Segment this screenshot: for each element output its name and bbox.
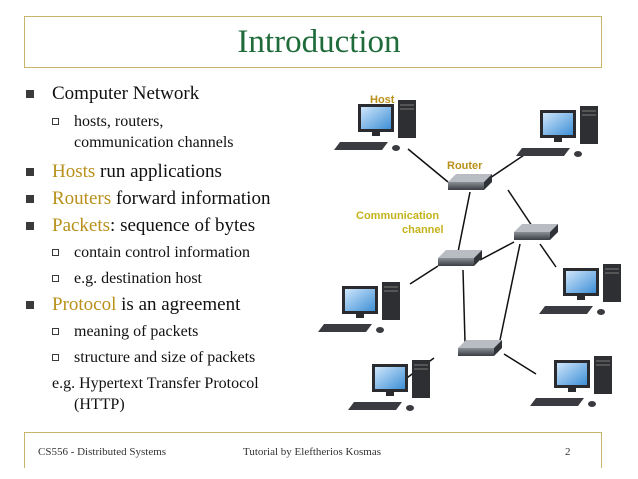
link-router2-host3 xyxy=(539,243,557,268)
router-icon xyxy=(514,224,558,240)
square-bullet-icon xyxy=(26,222,34,230)
communication-links xyxy=(403,148,557,381)
link-router2-router4 xyxy=(499,243,521,341)
hollow-square-bullet-icon xyxy=(52,354,59,361)
link-router1-router2 xyxy=(507,189,535,230)
square-bullet-icon xyxy=(26,301,34,309)
title-underline xyxy=(24,67,602,68)
frame-right-rule xyxy=(601,16,602,68)
keyword-protocol: Protocol xyxy=(52,294,117,315)
router-icon xyxy=(448,174,492,190)
keyword-packets: Packets xyxy=(52,215,111,236)
host-computer-icon xyxy=(334,100,416,151)
hollow-square-bullet-icon xyxy=(52,249,59,256)
footer-left-rule xyxy=(24,432,25,468)
host-computer-icon xyxy=(318,282,400,333)
footer-page-number: 2 xyxy=(565,446,571,458)
hollow-square-bullet-icon xyxy=(52,275,59,282)
label-router: Router xyxy=(447,160,483,172)
label-communication: Communication xyxy=(356,210,439,222)
link-router3-host4 xyxy=(409,265,439,285)
hollow-square-bullet-icon xyxy=(52,118,59,125)
footer-author: Tutorial by Eleftherios Kosmas xyxy=(243,446,381,458)
keyword-hosts: Hosts xyxy=(52,161,96,182)
hollow-square-bullet-icon xyxy=(52,328,59,335)
host-computer-icon xyxy=(348,360,430,411)
link-router1-router3 xyxy=(457,191,471,253)
link-router3-router4 xyxy=(462,269,466,343)
label-host: Host xyxy=(370,94,395,106)
router-icon xyxy=(458,340,502,356)
router-icon xyxy=(438,250,482,266)
link-router4-host6 xyxy=(503,353,537,375)
square-bullet-icon xyxy=(26,90,34,98)
keyword-routers: Routers xyxy=(52,188,112,209)
square-bullet-icon xyxy=(26,168,34,176)
host-computer-icon xyxy=(530,356,612,407)
footer-rule xyxy=(24,432,602,433)
host-computer-icon xyxy=(539,264,621,315)
square-bullet-icon xyxy=(26,195,34,203)
footer-course: CS556 - Distributed Systems xyxy=(38,446,167,458)
footer-right-rule xyxy=(601,432,602,468)
slide-title: Introduction xyxy=(237,24,401,60)
link-host1-router1 xyxy=(407,148,449,183)
network-diagram: Host Router Communication channel xyxy=(318,94,621,411)
protocol-example-continuation: (HTTP) xyxy=(74,396,125,413)
frame-left-rule xyxy=(24,16,25,68)
frame-top-rule xyxy=(24,16,602,17)
sub-bullet-continuation: communication channels xyxy=(74,134,234,151)
host-computer-icon xyxy=(516,106,598,157)
link-router3-router2 xyxy=(479,241,515,261)
protocol-example: e.g. Hypertext Transfer Protocol xyxy=(52,375,259,392)
label-channel: channel xyxy=(402,224,444,236)
